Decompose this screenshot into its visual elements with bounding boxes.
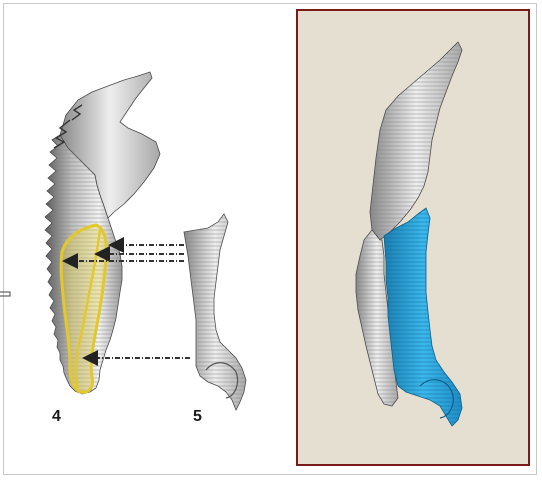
model-label-5: 5 xyxy=(193,408,202,426)
right-assembled-bone xyxy=(356,42,462,426)
middle-bone-model xyxy=(184,214,246,410)
model-label-4: 4 xyxy=(52,408,61,426)
edge-bracket xyxy=(0,292,10,296)
left-bone-model xyxy=(45,72,160,394)
